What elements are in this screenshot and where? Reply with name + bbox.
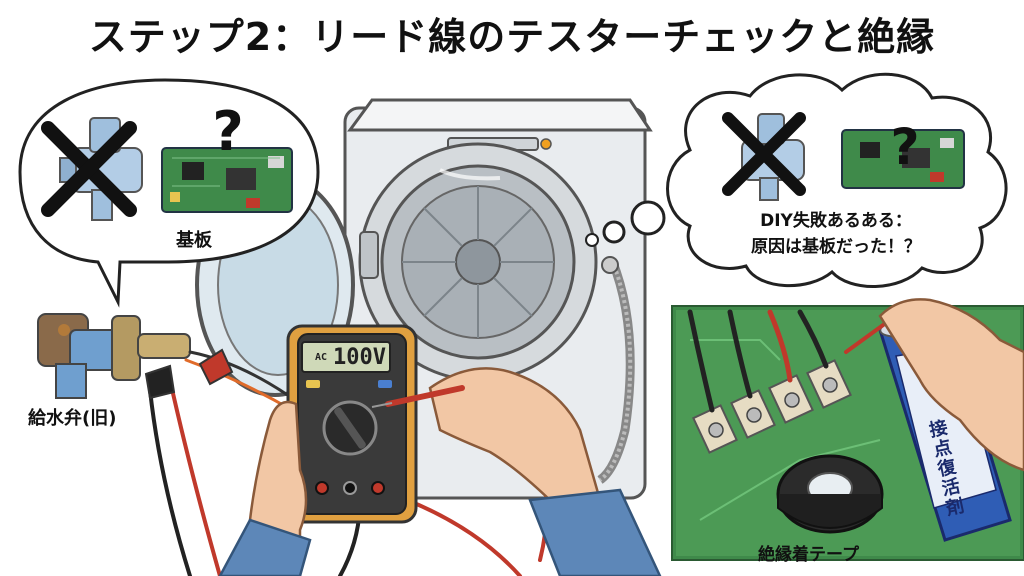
insulating-tape (776, 454, 884, 534)
thought-cloud: ? (585, 72, 1008, 288)
alligator-clip-black (144, 364, 176, 400)
circuit-board-label: 基板 (176, 230, 212, 251)
thought-line-1: DIY失敗あるある： (760, 211, 912, 231)
speech-bubble: ? (18, 78, 320, 308)
circuit-board-icon (841, 129, 965, 189)
right-hand (371, 367, 662, 576)
old-water-valve (37, 313, 191, 399)
thought-line-2: 原因は基板だった！？ (751, 237, 921, 257)
alligator-clip-red (198, 348, 234, 386)
multimeter-mode: AC (314, 351, 328, 363)
spray-hand (878, 298, 1024, 472)
multimeter-display: AC 100V (304, 344, 386, 370)
water-valve-label: 給水弁(旧) (28, 408, 117, 429)
cross-mark-icon (41, 121, 137, 217)
page-title: ステップ2：リード線のテスターチェックと絶縁 (88, 15, 936, 59)
multimeter (286, 324, 418, 524)
insulating-tape-label: 絶縁着テープ (758, 545, 859, 565)
question-mark-icon: ? (890, 118, 919, 176)
washing-machine (195, 98, 653, 500)
circuit-board-icon (161, 147, 293, 213)
terminal-block (692, 359, 852, 454)
lead-wires (687, 309, 829, 413)
thought-caption: DIY失敗あるある： 原因は基板だった！？ (706, 208, 966, 260)
multimeter-reading: 100V (333, 344, 386, 370)
question-mark-icon: ? (212, 100, 243, 163)
left-hand (218, 400, 312, 576)
cross-mark-icon (722, 112, 806, 196)
